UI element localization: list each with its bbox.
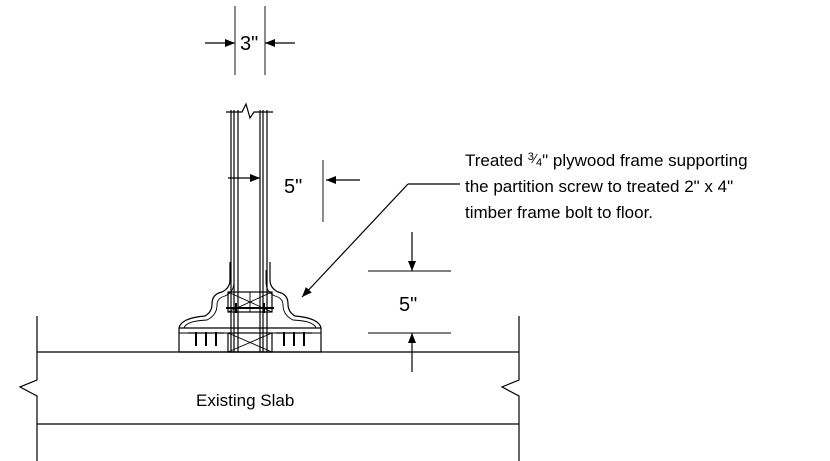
partition-panels xyxy=(226,102,273,352)
existing-slab: Existing Slab xyxy=(18,316,520,461)
dimension-label-5in-offset: 5" xyxy=(284,176,302,198)
note-leader xyxy=(301,183,460,298)
construction-note: Treated 3⁄4" plywood frame supporting th… xyxy=(465,151,748,222)
note-line-1-pre: Treated xyxy=(465,151,528,170)
dimension-panel-offset: 5" xyxy=(228,160,360,222)
note-line-1-post: " plywood frame supporting xyxy=(542,151,747,170)
timber-blocks xyxy=(227,291,273,353)
slab-label: Existing Slab xyxy=(196,391,294,410)
dimension-label-3in: 3" xyxy=(240,33,258,55)
note-fraction-slash: ⁄ xyxy=(531,151,538,166)
note-fraction-den: 4 xyxy=(536,157,542,169)
note-line-1: Treated 3⁄4" plywood frame supporting xyxy=(465,151,748,170)
dimension-label-5in-height: 5" xyxy=(399,294,417,316)
dimension-partition-width: 3" xyxy=(205,6,295,75)
note-line-3: timber frame bolt to floor. xyxy=(465,203,653,222)
note-fraction-num: 3 xyxy=(528,151,534,163)
screws xyxy=(188,303,312,346)
dimension-base-height: 5" xyxy=(368,232,451,372)
note-line-2: the partition screw to treated 2" x 4" xyxy=(465,177,733,196)
